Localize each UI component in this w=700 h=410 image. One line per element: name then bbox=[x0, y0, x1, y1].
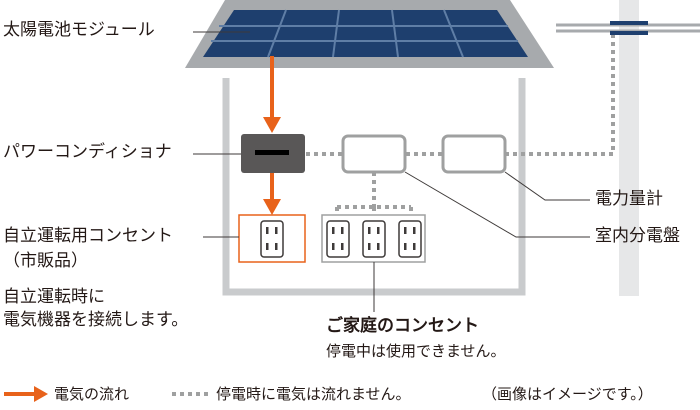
label-solar-module: 太陽電池モジュール bbox=[3, 20, 155, 40]
outlet-icon bbox=[326, 220, 350, 258]
utility-pole bbox=[619, 0, 639, 296]
label-distribution-board: 室内分電盤 bbox=[595, 226, 680, 246]
note-self-outlet-2: 電気機器を接続します。 bbox=[3, 310, 189, 330]
flow-arrow-conditioner-to-outlet bbox=[263, 173, 281, 215]
power-conditioner-slot bbox=[255, 150, 289, 155]
note-self-outlet-1: 自立運転時に bbox=[3, 287, 105, 307]
legend-flow-label: 電気の流れ bbox=[54, 385, 130, 403]
label-self-outlet: 自立運転用コンセント bbox=[3, 226, 173, 246]
solar-panel bbox=[203, 10, 528, 57]
power-meter bbox=[441, 134, 507, 174]
legend-flow-arrow bbox=[4, 386, 48, 402]
label-self-outlet-sub: （市販品） bbox=[3, 251, 88, 271]
legend-no-flow-label: 停電時に電気は流れません。 bbox=[216, 385, 411, 403]
outlet-icon bbox=[398, 220, 422, 258]
solar-panel-grid bbox=[211, 9, 518, 58]
leader-lines bbox=[193, 31, 590, 312]
distribution-board bbox=[341, 134, 407, 174]
label-power-meter: 電力量計 bbox=[595, 189, 663, 209]
legend-disclaimer: （画像はイメージです。） bbox=[482, 385, 653, 403]
label-power-conditioner: パワーコンディショナ bbox=[3, 142, 172, 162]
dotted-wiring bbox=[306, 35, 615, 218]
note-home-outlet: 停電中は使用できません。 bbox=[326, 342, 506, 360]
flow-arrow-panel-to-conditioner bbox=[263, 56, 281, 133]
pole-insulator bbox=[610, 21, 648, 35]
outlet-icon bbox=[362, 220, 386, 258]
label-home-outlet: ご家庭のコンセント bbox=[326, 316, 479, 336]
outlet-icon bbox=[260, 220, 284, 258]
